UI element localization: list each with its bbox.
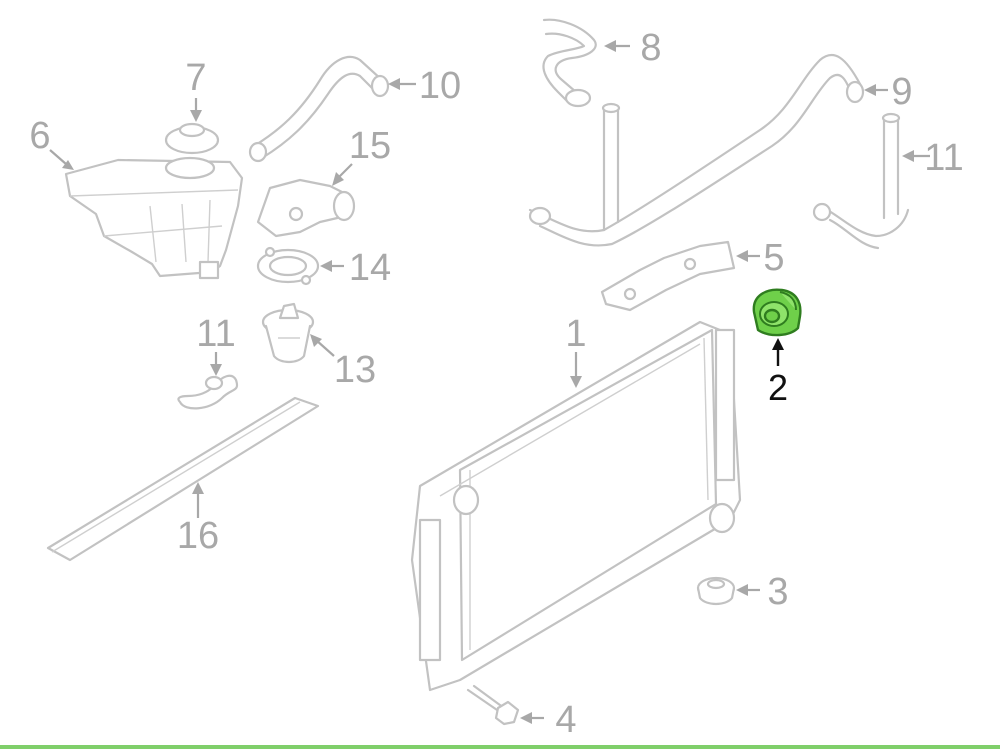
callout-10: 10 (388, 65, 461, 107)
label-14: 14 (349, 247, 391, 289)
callout-5: 5 (736, 237, 785, 279)
part-14-gasket[interactable] (256, 246, 320, 286)
callout-16: 16 (177, 482, 219, 557)
callout-14: 14 (320, 247, 391, 289)
callout-12: 11 (196, 313, 236, 376)
callout-15: 15 (332, 125, 391, 186)
callout-7: 7 (185, 57, 207, 122)
label-16: 16 (177, 515, 219, 557)
part-9-hose[interactable] (528, 53, 865, 247)
label-8: 8 (640, 27, 661, 69)
callout-9: 9 (864, 71, 913, 113)
part-10-hose[interactable] (248, 55, 390, 163)
callout-3: 3 (736, 571, 789, 613)
part-15-water-outlet[interactable] (256, 178, 356, 238)
part-5-bracket[interactable] (600, 240, 736, 312)
label-1: 1 (565, 313, 586, 355)
label-6: 6 (29, 115, 50, 157)
label-2: 2 (768, 367, 788, 408)
label-11: 11 (924, 137, 963, 179)
bottom-accent-bar (0, 745, 1000, 749)
label-4: 4 (555, 699, 576, 741)
label-9: 9 (891, 71, 912, 113)
label-10: 10 (419, 65, 461, 107)
callout-13: 13 (310, 334, 376, 391)
part-11-hose[interactable] (812, 112, 910, 250)
callout-2[interactable]: 2 (768, 338, 788, 408)
part-4-bolt[interactable] (466, 684, 520, 726)
part-13-thermostat-housing[interactable] (261, 302, 315, 364)
label-7: 7 (185, 57, 206, 99)
part-3-lower-insulator[interactable] (696, 576, 736, 606)
callout-4: 4 (520, 699, 577, 741)
part-12-hose[interactable] (177, 374, 239, 410)
part-8-hose[interactable] (542, 18, 597, 108)
part-7-reservoir-cap[interactable] (164, 122, 220, 155)
callout-6: 6 (29, 115, 74, 170)
callout-1: 1 (565, 313, 587, 388)
callout-8: 8 (604, 27, 662, 69)
part-6-coolant-reservoir[interactable] (64, 156, 244, 280)
callout-11: 11 (902, 137, 964, 179)
part-2-upper-insulator[interactable] (752, 288, 802, 337)
part-16-seal-strip[interactable] (46, 396, 320, 562)
label-15: 15 (349, 125, 391, 167)
label-5: 5 (763, 237, 784, 279)
label-12: 11 (196, 313, 235, 355)
label-3: 3 (767, 571, 788, 613)
part-1-radiator[interactable] (410, 320, 742, 692)
label-13: 13 (334, 349, 376, 391)
